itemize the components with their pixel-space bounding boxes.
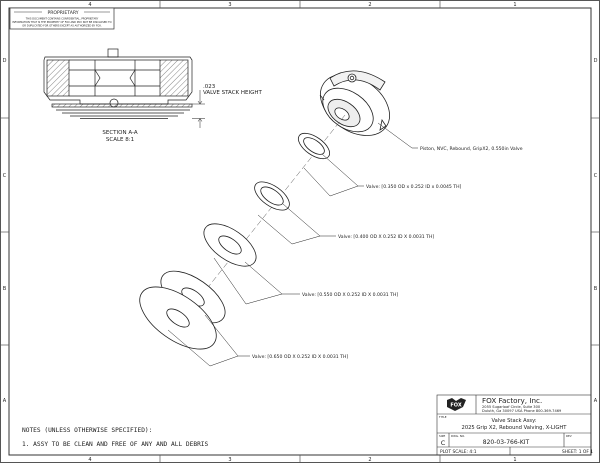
zone-left-c: C [3,173,7,179]
valve-washer-3 [203,223,257,267]
section-view [43,48,205,128]
title-block [436,394,592,456]
leader-lines [167,122,418,367]
dimension-label: VALVE STACK HEIGHT [203,90,263,96]
fox-logo: FOX [447,398,466,411]
zone-bottom-3: 3 [228,457,231,463]
section-scale: SCALE 8:1 [106,137,134,143]
rev-label: REV [566,434,572,438]
svg-text:FOX: FOX [450,403,461,409]
zone-top-1: 1 [513,2,516,8]
valve-washer-5 [139,286,217,350]
plot-scale: PLOT SCALE: 4:1 [440,449,477,455]
callout-valve-1: Valve: [0.350 OD x 0.252 ID x 0.0045 TH] [366,184,462,190]
valve-washer-2 [254,181,290,211]
zone-bottom-2: 2 [368,457,371,463]
callout-valve-2: Valve: [0.400 OD X 0.252 ID X 0.0031 TH] [338,234,434,240]
callout-piston: Piston, NVC, Rebound, GripX2, 0.550in Va… [420,146,523,152]
callout-valve-3: Valve: [0.550 OD X 0.252 ID X 0.0031 TH] [302,292,398,298]
dwg-label: DWG. NO. [451,434,465,438]
zone-bottom-1: 1 [513,457,516,463]
piston-body [319,70,390,136]
zone-top-4: 4 [88,2,91,8]
title-line-2: 2025 Grip X2, Rebound Valving, X-LIGHT [462,425,568,431]
zone-left-a: A [3,398,7,404]
callout-valve-4: Valve: [0.650 OD X 0.252 ID X 0.0031 TH] [252,354,348,360]
zone-bottom-4: 4 [88,457,91,463]
company-address-1: 2055 Sugarloaf Circle, Suite 300 [482,405,541,409]
inner-border [8,7,592,456]
zone-right-a: A [594,398,598,404]
notes-heading: NOTES (UNLESS OTHERWISE SPECIFIED): [22,427,152,434]
zone-right-c: C [594,173,598,179]
zone-left-b: B [3,286,7,292]
size-value: C [441,439,446,447]
title-line-1: Valve Stack Assy: [491,418,536,424]
proprietary-line-3: OR DUPLICATED FOR OTHERS EXCEPT AS AUTHO… [22,24,102,28]
zone-right-d: D [594,58,598,64]
size-label: SIZE [439,434,446,438]
dwg-number: 820-03-766-KIT [483,439,530,446]
dimension-value: .023 [203,84,216,90]
proprietary-title: PROPRIETARY [47,10,78,16]
zone-top-3: 3 [228,2,231,8]
notes-item-1: 1. ASSY TO BE CLEAN AND FREE OF ANY AND … [22,441,209,448]
zone-right-b: B [594,286,598,292]
company-address-2: Duluth, Ga 30097 USA Phone 800-369-7469 [482,409,562,413]
sheet-count: SHEET: 1 OF 1 [562,449,593,455]
zone-left-d: D [3,58,7,64]
title-label: TITLE [438,415,447,419]
company-name: FOX Factory, Inc. [482,396,542,405]
section-caption: SECTION A-A [102,130,137,136]
zone-top-2: 2 [368,2,371,8]
valve-washer-1 [297,132,331,160]
proprietary-line-1: THIS DOCUMENT CONTAINS CONFIDENTIAL, PRO… [26,17,99,21]
proprietary-line-2: INFORMATION THAT IS THE PROPERTY OF FOX … [12,20,111,24]
proprietary-box: PROPRIETARY THIS DOCUMENT CONTAINS CONFI… [9,7,115,30]
